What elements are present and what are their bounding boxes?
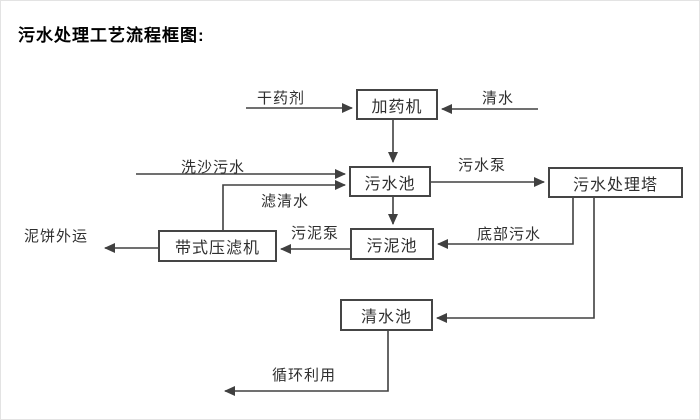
flow-label-filtered-water: 滤清水 — [260, 193, 309, 210]
arrow-filtered-water-to-sewage-pool — [222, 180, 346, 230]
arrow-bottom-sewage-to-sludge-pool — [437, 198, 574, 249]
flow-label-recycling: 循环利用 — [271, 367, 336, 384]
arrow-recycling-out — [224, 331, 389, 396]
node-treatment-tower: 污水处理塔 — [548, 167, 683, 198]
node-sewage-pool: 污水池 — [349, 166, 431, 197]
flow-label-sand-washing-sewage: 洗沙污水 — [180, 159, 245, 176]
arrow-tower-to-clean-water-pool — [436, 198, 595, 323]
flow-label-bottom-sewage: 底部污水 — [476, 226, 541, 243]
node-dosing-machine: 加药机 — [356, 89, 438, 120]
flow-label-dry-agent: 干药剂 — [256, 90, 305, 107]
node-clean-water-pool: 清水池 — [340, 299, 433, 331]
flow-label-clean-water: 清水 — [481, 90, 514, 107]
diagram-title: 污水处理工艺流程框图: — [18, 26, 205, 45]
node-sludge-pool: 污泥池 — [350, 228, 434, 260]
flow-label-mud-cake-out: 泥饼外运 — [23, 228, 88, 245]
flow-label-sludge-pump: 污泥泵 — [290, 225, 339, 242]
flow-label-sewage-pump: 污水泵 — [457, 157, 506, 174]
node-belt-filter-press: 带式压滤机 — [158, 230, 277, 262]
